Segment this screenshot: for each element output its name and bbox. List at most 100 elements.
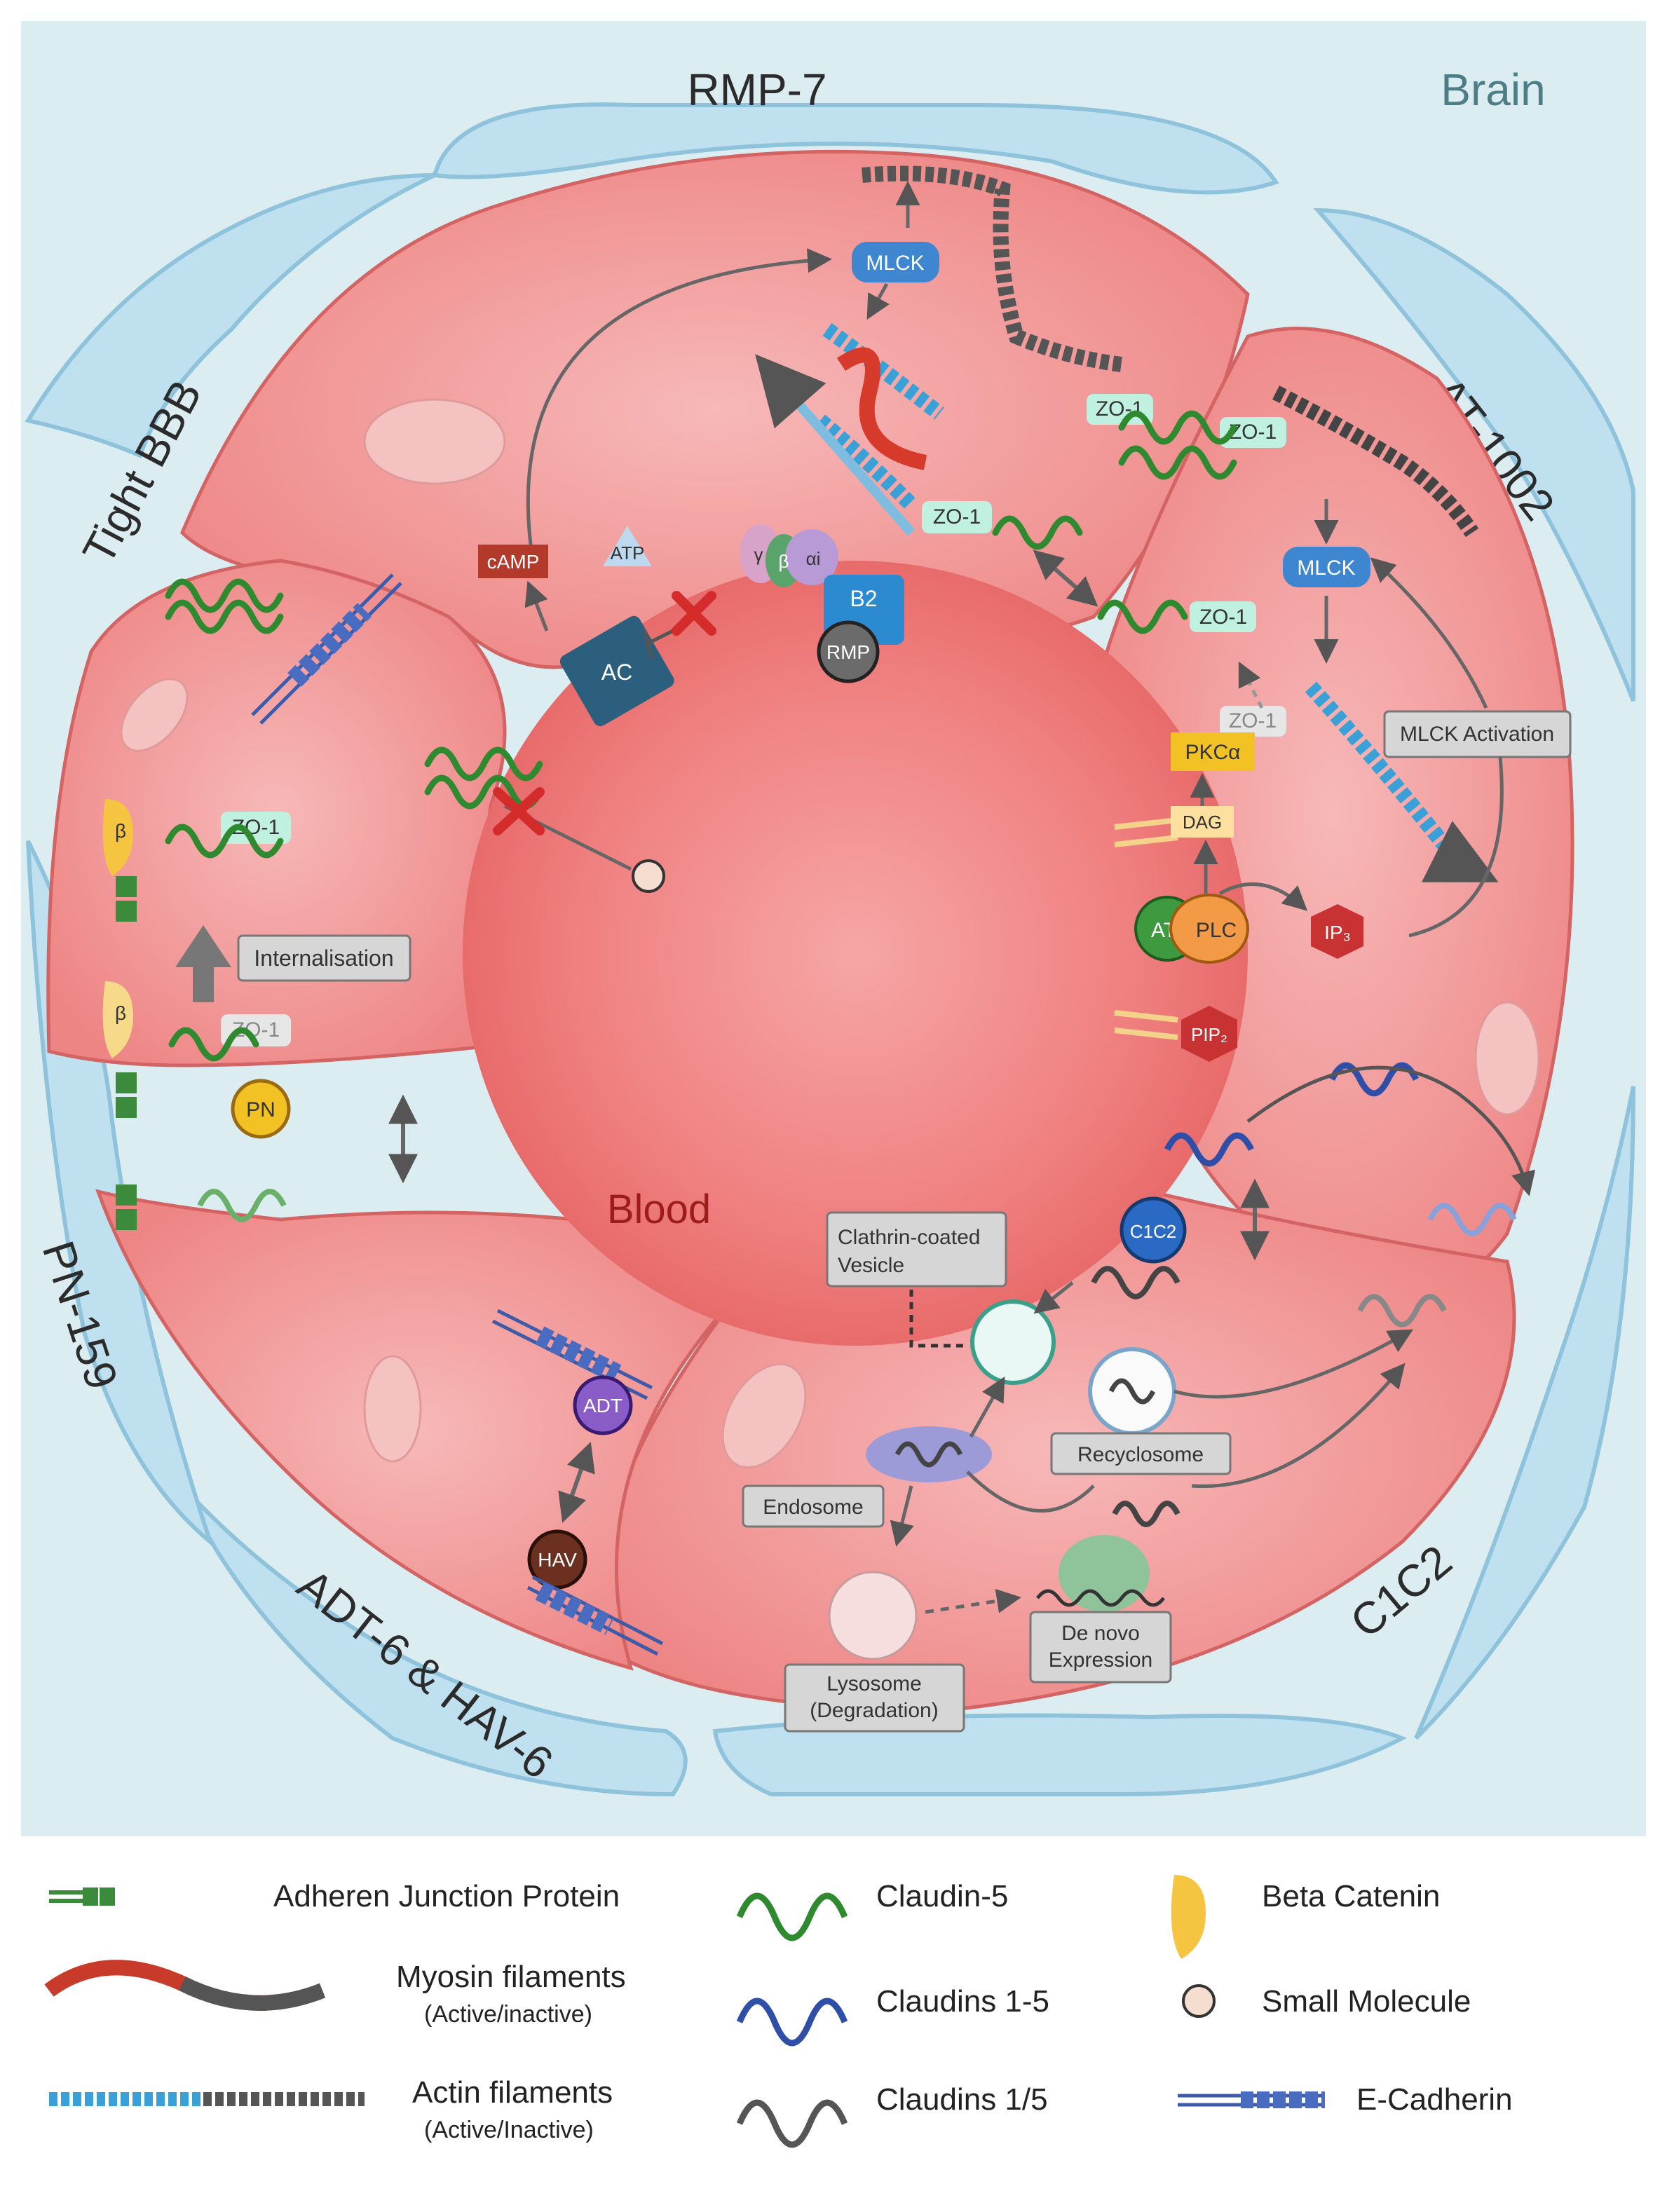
pn-label: PN — [246, 1098, 275, 1121]
plc-label: PLC — [1196, 919, 1237, 942]
denovo-box — [1029, 1611, 1172, 1684]
endosome-label: Endosome — [763, 1496, 863, 1519]
endosome — [866, 1426, 992, 1482]
denovo-label-line1: De novo — [1061, 1622, 1140, 1645]
legend-actin-sublabel: (Active/Inactive) — [424, 2117, 594, 2143]
zo1-label-right: ZO-1 — [1199, 606, 1247, 629]
hav-molecule — [527, 1529, 587, 1590]
legend-ecadherin-label: E-Cadherin — [1356, 2082, 1513, 2117]
ip3-molecule — [1311, 904, 1363, 959]
blood-label: Blood — [607, 1187, 711, 1232]
legend: Adheren Junction Protein Claudin-5 Beta … — [44, 1875, 1513, 2148]
legend-background — [21, 1836, 1646, 2187]
atp-label: ATP — [611, 542, 645, 564]
blood-lumen — [463, 561, 1248, 1346]
lysosome-label-line2: (Degradation) — [810, 1699, 938, 1722]
legend-myosin-icon — [44, 1960, 326, 2011]
ip3-label: IP₃ — [1324, 922, 1351, 943]
legend-claudins15-icon — [736, 1998, 848, 2047]
pkc-label: PKCα — [1185, 741, 1240, 764]
at1002-pathway: MLCK MLCK Activation PKCα DAG AT PLC IP₃… — [1114, 385, 1572, 1062]
clathrin-box — [826, 1211, 1007, 1288]
inhibition-cross-rmp — [672, 591, 716, 636]
atp-triangle — [603, 526, 652, 566]
mlck-top-label: MLCK — [866, 252, 924, 275]
legend-small-molecule-icon — [1182, 1984, 1216, 2018]
b2-label: B2 — [850, 586, 877, 611]
plc-enzyme — [1169, 894, 1249, 964]
endosome-box — [742, 1484, 885, 1528]
mlck-right-label: MLCK — [1297, 557, 1355, 580]
g-alpha-label: αi — [806, 548, 821, 569]
c1c2-molecule — [1120, 1196, 1187, 1264]
region-label-brain: Brain — [1441, 64, 1545, 115]
internalisation-label: Internalisation — [254, 945, 393, 971]
claudin5-faded — [197, 1189, 287, 1222]
pip2-label: PIP₂ — [1191, 1024, 1227, 1045]
small-molecule-block — [493, 787, 665, 893]
beta-catenin-a-label: β — [115, 820, 126, 842]
legend-claudin5-icon — [736, 1892, 848, 1941]
zo1-label-top: ZO-1 — [933, 505, 981, 528]
g-beta-label: β — [779, 551, 789, 572]
clathrin-label-line2: Vesicle — [838, 1254, 904, 1277]
legend-ecadherin-icon — [1178, 2091, 1325, 2108]
legend-myosin-sublabel: (Active/inactive) — [424, 2001, 592, 2028]
legend-small-molecule-label: Small Molecule — [1262, 1984, 1471, 2019]
mlck-top-box — [852, 242, 939, 282]
legend-actin-label: Actin filaments — [412, 2075, 613, 2110]
mlck-activation-box — [1383, 710, 1572, 758]
legend-myosin-label: Myosin filaments — [396, 1960, 626, 1994]
clathrin-vesicle — [970, 1299, 1056, 1385]
lysosome-label-line1: Lysosome — [826, 1672, 922, 1695]
g-protein: γ β αi — [740, 524, 838, 587]
c1c2-molecule-label: C1C2 — [1130, 1221, 1176, 1242]
rmp7-pathway: MLCK cAMP ATP AC γ β — [478, 165, 1123, 727]
pkc-box — [1171, 732, 1255, 771]
camp-box — [478, 545, 548, 578]
zo1-label-junction-b: ZO-1 — [1229, 421, 1277, 444]
beta-catenin-b — [102, 981, 133, 1058]
c1c2-pathway: C1C2 Clathrin-coated Vesicle Recyclosome… — [742, 1062, 1536, 1733]
g-gamma-label: γ — [754, 544, 763, 565]
recyclosome-label: Recyclosome — [1077, 1443, 1204, 1466]
rmp-label: RMP — [826, 641, 870, 663]
legend-claudins15-label: Claudins 1-5 — [876, 1984, 1049, 2019]
pn159-pathway: β β Internalisation PN — [102, 799, 418, 1230]
myosin-filament-top — [836, 347, 927, 470]
legend-beta-catenin-label: Beta Catenin — [1262, 1879, 1440, 1913]
dag-box — [1171, 806, 1234, 838]
dag-label: DAG — [1183, 812, 1222, 833]
junction-arrow-top — [1033, 549, 1098, 607]
small-molecule — [632, 859, 665, 893]
adt-label: ADT — [583, 1395, 622, 1416]
mlck-right-box — [1283, 547, 1370, 587]
ecadherin-top-left — [251, 573, 402, 725]
legend-beta-catenin-icon — [1171, 1875, 1206, 1959]
adt-hav-pathway: ADT HAV — [491, 1309, 664, 1656]
zo1-label-faded: ZO-1 — [1229, 709, 1277, 732]
legend-claudins1-5-label: Claudins 1/5 — [876, 2082, 1048, 2117]
ac-label: AC — [601, 660, 632, 685]
internalisation-box — [237, 934, 411, 982]
rmp-ligand — [817, 620, 880, 683]
hav-label: HAV — [538, 1549, 577, 1571]
adt-molecule — [573, 1375, 633, 1435]
beta-catenin-b-label: β — [115, 1002, 126, 1024]
legend-adherens-icon — [49, 1887, 115, 1906]
lysosome — [828, 1571, 918, 1660]
beta-catenin-a — [102, 799, 133, 876]
camp-label: cAMP — [487, 551, 540, 573]
legend-adherens-label: Adheren Junction Protein — [273, 1879, 620, 1913]
recyclosome-box — [1050, 1432, 1232, 1475]
denovo-label-line2: Expression — [1049, 1648, 1152, 1672]
internalisation-arrow — [175, 925, 231, 1002]
region-label-rmp7: RMP-7 — [687, 64, 826, 115]
zo1-label-junction-a: ZO-1 — [1096, 397, 1143, 421]
pn-molecule — [231, 1079, 291, 1139]
pip2-molecule — [1181, 1006, 1237, 1062]
lysosome-box — [784, 1663, 965, 1733]
clathrin-label-line1: Clathrin-coated — [838, 1226, 980, 1249]
